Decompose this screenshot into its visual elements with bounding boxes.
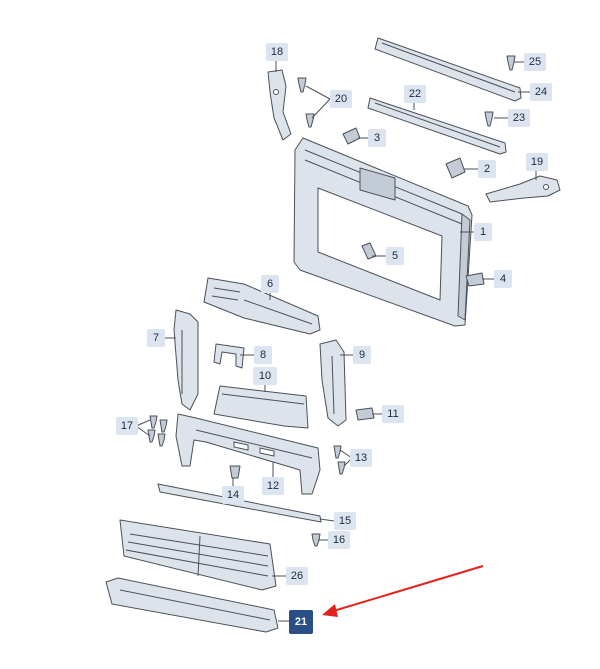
svg-text:13: 13 <box>355 452 367 464</box>
callout-5: 5 <box>386 247 404 265</box>
part-16-screw <box>311 533 321 547</box>
callout-2: 2 <box>478 160 496 178</box>
svg-text:19: 19 <box>531 156 543 168</box>
callout-3: 3 <box>368 129 386 147</box>
part-19-bracket <box>485 175 561 203</box>
callout-10: 10 <box>253 367 277 385</box>
svg-text:22: 22 <box>409 88 421 100</box>
svg-text:20: 20 <box>335 93 347 105</box>
part-21-energy-absorber <box>105 577 279 633</box>
callout-25: 25 <box>524 53 546 71</box>
svg-text:5: 5 <box>392 250 398 262</box>
part-6-air-duct <box>203 277 321 335</box>
callout-4: 4 <box>494 270 512 288</box>
callout-6: 6 <box>261 275 279 293</box>
svg-text:23: 23 <box>513 112 525 124</box>
callout-18: 18 <box>266 43 288 61</box>
part-23-screw <box>484 111 494 127</box>
callout-12: 12 <box>262 477 284 495</box>
svg-text:25: 25 <box>529 56 541 68</box>
svg-text:15: 15 <box>339 515 351 527</box>
part-24-upper-trim-strip <box>374 37 522 102</box>
part-8-bracket <box>213 343 245 369</box>
svg-text:17: 17 <box>121 420 133 432</box>
svg-text:9: 9 <box>359 349 365 361</box>
part-9-air-guide-right <box>319 339 347 427</box>
part-7-air-guide-left <box>173 309 199 411</box>
svg-text:4: 4 <box>500 273 506 285</box>
callout-20: 20 <box>330 90 352 108</box>
svg-text:8: 8 <box>260 349 266 361</box>
callout-7: 7 <box>147 329 165 347</box>
svg-text:2: 2 <box>484 163 490 175</box>
svg-text:26: 26 <box>291 570 303 582</box>
part-20-bolts <box>297 77 315 128</box>
part-4-clip <box>465 272 485 287</box>
callout-15: 15 <box>334 512 356 530</box>
part-1-lock-carrier <box>293 137 473 327</box>
callout-13: 13 <box>350 449 372 467</box>
part-26-grille <box>119 519 277 591</box>
svg-text:10: 10 <box>259 370 271 382</box>
callout-1: 1 <box>474 223 492 241</box>
callout-16: 16 <box>328 531 350 549</box>
part-17-bolts <box>147 415 168 447</box>
svg-text:14: 14 <box>227 489 239 501</box>
callout-17: 17 <box>116 417 138 435</box>
part-10-cover <box>213 385 309 429</box>
svg-text:7: 7 <box>153 332 159 344</box>
part-18-bracket <box>267 69 292 141</box>
svg-text:1: 1 <box>480 226 486 238</box>
callout-9: 9 <box>353 346 371 364</box>
svg-text:21: 21 <box>295 616 307 628</box>
svg-text:18: 18 <box>271 46 283 58</box>
callout-11: 11 <box>382 405 404 423</box>
svg-text:11: 11 <box>387 408 398 420</box>
part-12-bumper-carrier <box>175 413 321 495</box>
part-13-bolts <box>333 445 346 475</box>
callout-21: 21 <box>289 610 313 634</box>
callout-14: 14 <box>222 486 244 504</box>
svg-text:6: 6 <box>267 278 273 290</box>
part-11-clip <box>355 407 375 421</box>
callout-22: 22 <box>404 85 426 103</box>
red-arrow-pointer <box>322 565 484 617</box>
part-2-clip <box>445 157 466 179</box>
part-25-screw <box>506 55 516 71</box>
callout-26: 26 <box>286 567 308 585</box>
part-3-clip <box>342 127 361 145</box>
part-14-clip <box>229 465 241 479</box>
svg-text:16: 16 <box>333 534 345 546</box>
svg-text:24: 24 <box>535 86 547 98</box>
part-22-seal-strip <box>367 97 507 155</box>
callout-24: 24 <box>530 83 552 101</box>
callout-19: 19 <box>526 153 548 171</box>
callout-8: 8 <box>254 346 272 364</box>
svg-text:3: 3 <box>374 132 380 144</box>
callout-23: 23 <box>508 109 530 127</box>
svg-text:12: 12 <box>267 480 279 492</box>
